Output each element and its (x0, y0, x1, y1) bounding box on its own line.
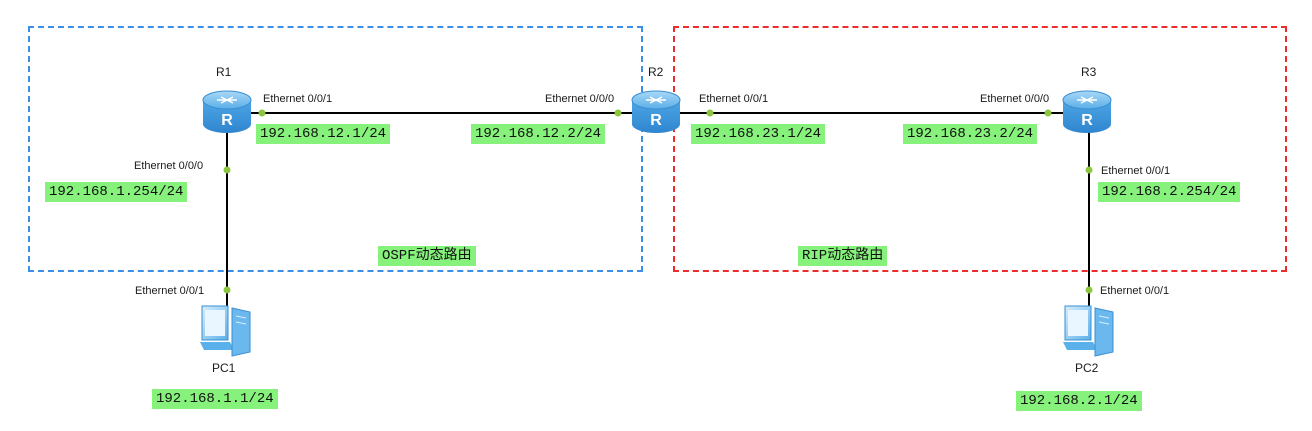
ip-r2-e001: 192.168.23.1/24 (691, 124, 826, 144)
r1-e000-label: Ethernet 0/0/0 (134, 160, 204, 172)
port-dot-pc1 (223, 286, 231, 294)
port-dot-r2-e001 (706, 109, 714, 117)
ip-r2-e000: 192.168.12.2/24 (471, 124, 606, 144)
router-icon[interactable]: R (631, 90, 681, 133)
pc-icon[interactable] (1063, 305, 1114, 357)
router-r3-name: R3 (1081, 65, 1097, 79)
port-dot-r1-e001 (258, 109, 266, 117)
r1-e001-label: Ethernet 0/0/1 (263, 93, 333, 105)
svg-text:R: R (1081, 112, 1093, 129)
router-icon[interactable]: R (1062, 90, 1112, 133)
r2-e000-label: Ethernet 0/0/0 (545, 93, 615, 105)
ip-pc2: 192.168.2.1/24 (1016, 391, 1142, 411)
r2-e001-label: Ethernet 0/0/1 (699, 93, 769, 105)
ospf-area-label: OSPF动态路由 (378, 246, 476, 266)
port-dot-r2-e000 (614, 109, 622, 117)
ip-r1-e000: 192.168.1.254/24 (45, 182, 188, 202)
r3-e000-label: Ethernet 0/0/0 (980, 93, 1050, 105)
router-icon[interactable]: R (202, 90, 252, 133)
rip-area-label: RIP动态路由 (798, 246, 888, 266)
port-dot-pc2 (1085, 286, 1093, 294)
ip-r1-e001: 192.168.12.1/24 (256, 124, 391, 144)
port-dot-r3-e001 (1085, 166, 1093, 174)
rip-area-box (673, 26, 1287, 272)
pc1-name: PC1 (212, 361, 236, 375)
pc-icon[interactable] (200, 305, 251, 357)
router-r2-name: R2 (648, 65, 664, 79)
pc2-e001-label: Ethernet 0/0/1 (1100, 285, 1170, 297)
ip-pc1: 192.168.1.1/24 (152, 389, 278, 409)
ip-r3-e001: 192.168.2.254/24 (1098, 182, 1241, 202)
port-dot-r1-e000 (223, 166, 231, 174)
ospf-area-box (28, 26, 643, 272)
router-r1-name: R1 (216, 65, 232, 79)
pc1-e001-label: Ethernet 0/0/1 (135, 285, 205, 297)
r3-e001-label: Ethernet 0/0/1 (1101, 165, 1171, 177)
svg-text:R: R (650, 112, 662, 129)
svg-text:R: R (221, 112, 233, 129)
port-dot-r3-e000 (1044, 109, 1052, 117)
ip-r3-e000: 192.168.23.2/24 (903, 124, 1038, 144)
pc2-name: PC2 (1075, 361, 1099, 375)
